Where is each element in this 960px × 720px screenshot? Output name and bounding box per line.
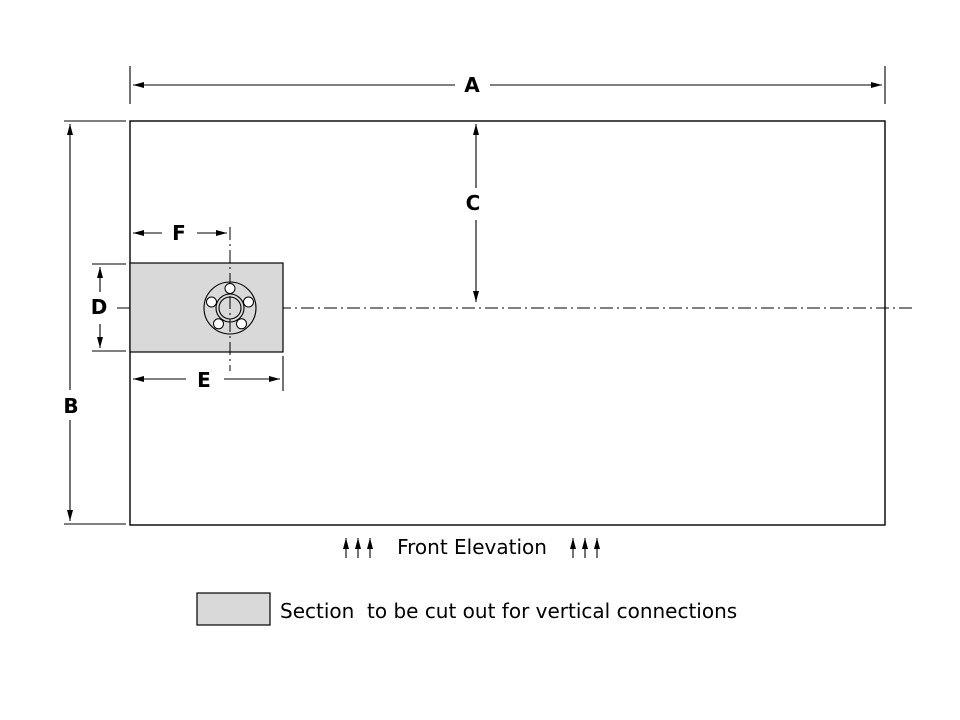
dim-d-label: D [91,295,108,319]
dim-e-label: E [197,368,211,392]
bolt-hole [224,283,236,294]
flange-detail [203,227,257,371]
front-elevation-caption: Front Elevation [397,535,547,559]
dimension-b: B [63,120,126,525]
dimension-a: A [129,66,886,104]
flange-inner-circle [218,296,242,320]
dimension-e: E [133,356,284,392]
dim-a-label: A [464,73,480,97]
bolt-hole [236,318,247,330]
cutout-section [129,262,284,353]
dim-c-label: C [466,191,481,215]
bolt-hole [206,296,217,308]
caption-group: Front Elevation [343,535,600,559]
bolt-hole [213,318,224,330]
dimension-f: F [133,221,227,245]
dimension-c: C [466,124,481,302]
dim-f-label: F [172,221,186,245]
dim-b-label: B [63,394,78,418]
legend: Section to be cut out for vertical conne… [196,592,737,626]
dimension-d: D [91,263,126,352]
legend-text: Section to be cut out for vertical conne… [280,599,737,623]
bolt-hole [243,296,254,308]
flange-outer-circle [203,281,257,335]
legend-swatch [196,592,271,626]
